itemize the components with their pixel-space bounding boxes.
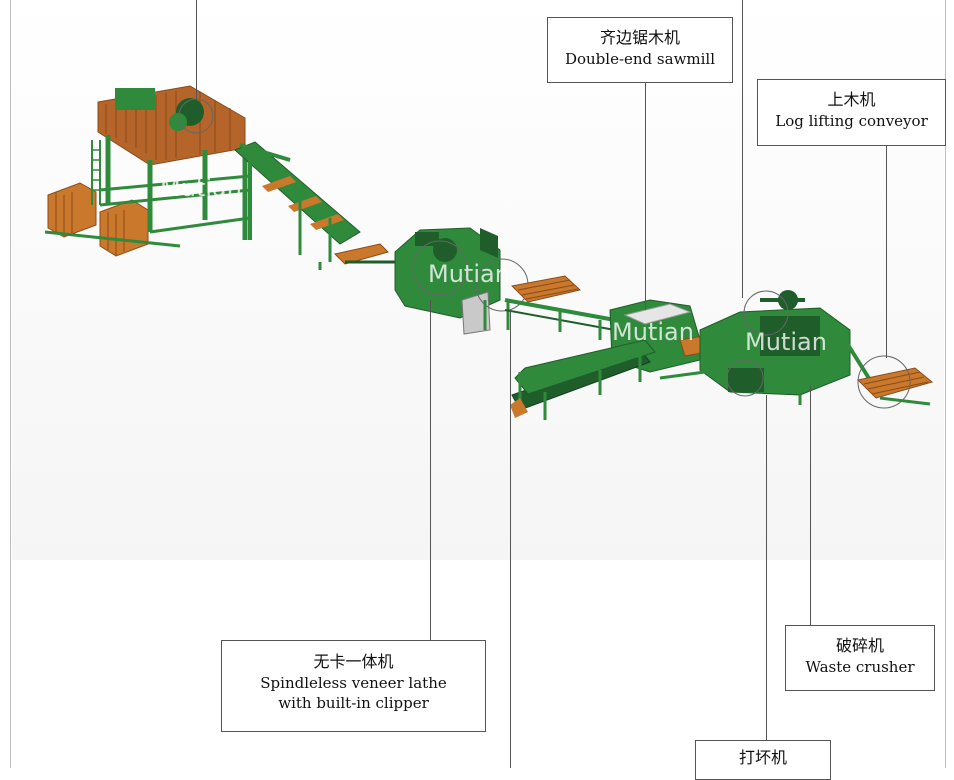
leader-crusher (810, 385, 811, 625)
label-double-end-sawmill: 齐边锯木机 Double-end sawmill (547, 17, 733, 83)
frame-left-line (10, 0, 11, 768)
inclined-conveyor (234, 141, 410, 270)
label-debarker: 打坏机 (695, 740, 831, 780)
watermark-2: Mutian (428, 260, 510, 288)
watermark-1: Mutian (160, 174, 242, 202)
transfer-conveyor (504, 298, 616, 340)
stacker-machine (44, 85, 251, 248)
veneer-lathe-machine (394, 227, 529, 335)
waste-belt-conveyor (510, 339, 656, 420)
leader-lathe-clipper (510, 310, 511, 768)
leader-lathe (430, 300, 431, 640)
veneer-stack-left (47, 182, 149, 257)
leader-top-right (742, 0, 743, 298)
label-conveyor-en: Log lifting conveyor (775, 112, 928, 130)
log-bundle-middle (510, 275, 582, 303)
label-waste-crusher: 破碎机 Waste crusher (785, 625, 935, 691)
leader-sawmill (645, 82, 646, 310)
debarker-and-crusher-machine (659, 290, 872, 405)
label-crusher-en: Waste crusher (805, 658, 915, 676)
leader-lifting-conveyor (886, 146, 887, 358)
leader-debarker (766, 395, 767, 740)
watermark-4: Mutian (745, 328, 827, 356)
label-log-lifting-conveyor: 上木机 Log lifting conveyor (757, 79, 946, 146)
label-lathe-en-1: Spindleless veneer lathe (260, 674, 447, 692)
watermark-3: Mutian (612, 318, 694, 346)
leader-stacker (196, 0, 197, 100)
label-sawmill-zh: 齐边锯木机 (599, 28, 680, 47)
label-crusher-zh: 破碎机 (835, 636, 884, 655)
label-debarker-zh: 打坏机 (738, 748, 787, 767)
label-lathe-en-2: with built-in clipper (278, 694, 429, 712)
label-spindleless-lathe: 无卡一体机 Spindleless veneer lathe with buil… (221, 640, 486, 732)
log-bundle-right (856, 355, 934, 409)
label-conveyor-zh: 上木机 (827, 90, 876, 109)
label-lathe-zh: 无卡一体机 (313, 652, 394, 671)
label-sawmill-en: Double-end sawmill (564, 50, 716, 68)
frame-right-line (945, 0, 946, 768)
